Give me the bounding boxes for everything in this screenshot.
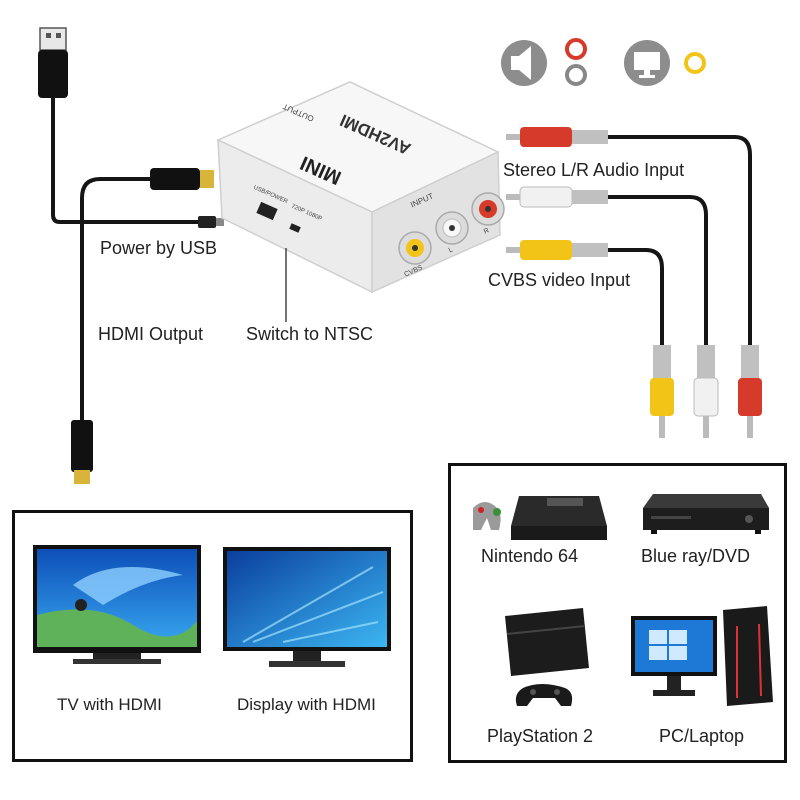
display-with-hdmi-label: Display with HDMI — [237, 695, 376, 714]
pc-laptop-label: PC/Laptop — [659, 726, 745, 746]
hdmi-top-connector-icon — [150, 168, 214, 190]
white-rca-cable — [506, 186, 719, 438]
audio-input-label: Stereo L/R Audio Input — [503, 160, 685, 180]
switch-ntsc-label: Switch to NTSC — [246, 324, 374, 344]
pc-laptop-icon — [631, 606, 773, 706]
nintendo-64-label: Nintendo 64 — [481, 546, 579, 566]
playstation-2-icon — [505, 608, 589, 706]
nintendo-64-icon — [473, 496, 607, 540]
monitor-display-icon — [223, 547, 391, 667]
red-rca-cable — [506, 127, 762, 438]
yellow-rca-cable — [506, 240, 674, 438]
tv-icon — [33, 545, 201, 664]
monitor-icon — [624, 40, 670, 86]
displays-panel: TV with HDMI Display with HDMI — [12, 510, 413, 762]
video-rca-icon — [684, 52, 706, 74]
tv-with-hdmi-label: TV with HDMI — [57, 695, 162, 714]
bluray-dvd-label: Blue ray/DVD — [641, 546, 751, 566]
hdmi-output-label: HDMI Output — [98, 324, 204, 344]
usb-connector-icon — [38, 27, 68, 98]
playstation-2-label: PlayStation 2 — [487, 726, 594, 746]
power-by-usb-label: Power by USB — [100, 238, 218, 258]
sources-panel: Nintendo 64 Blue ray/DVD PlayStation 2 P… — [448, 463, 787, 763]
video-input-label: CVBS video Input — [488, 270, 631, 290]
hdmi-bottom-connector-icon — [71, 420, 93, 484]
bluray-dvd-icon — [643, 494, 769, 534]
audio-rca-icon — [565, 38, 587, 86]
av2hdmi-converter-box — [216, 81, 505, 294]
speaker-icon — [501, 40, 547, 86]
